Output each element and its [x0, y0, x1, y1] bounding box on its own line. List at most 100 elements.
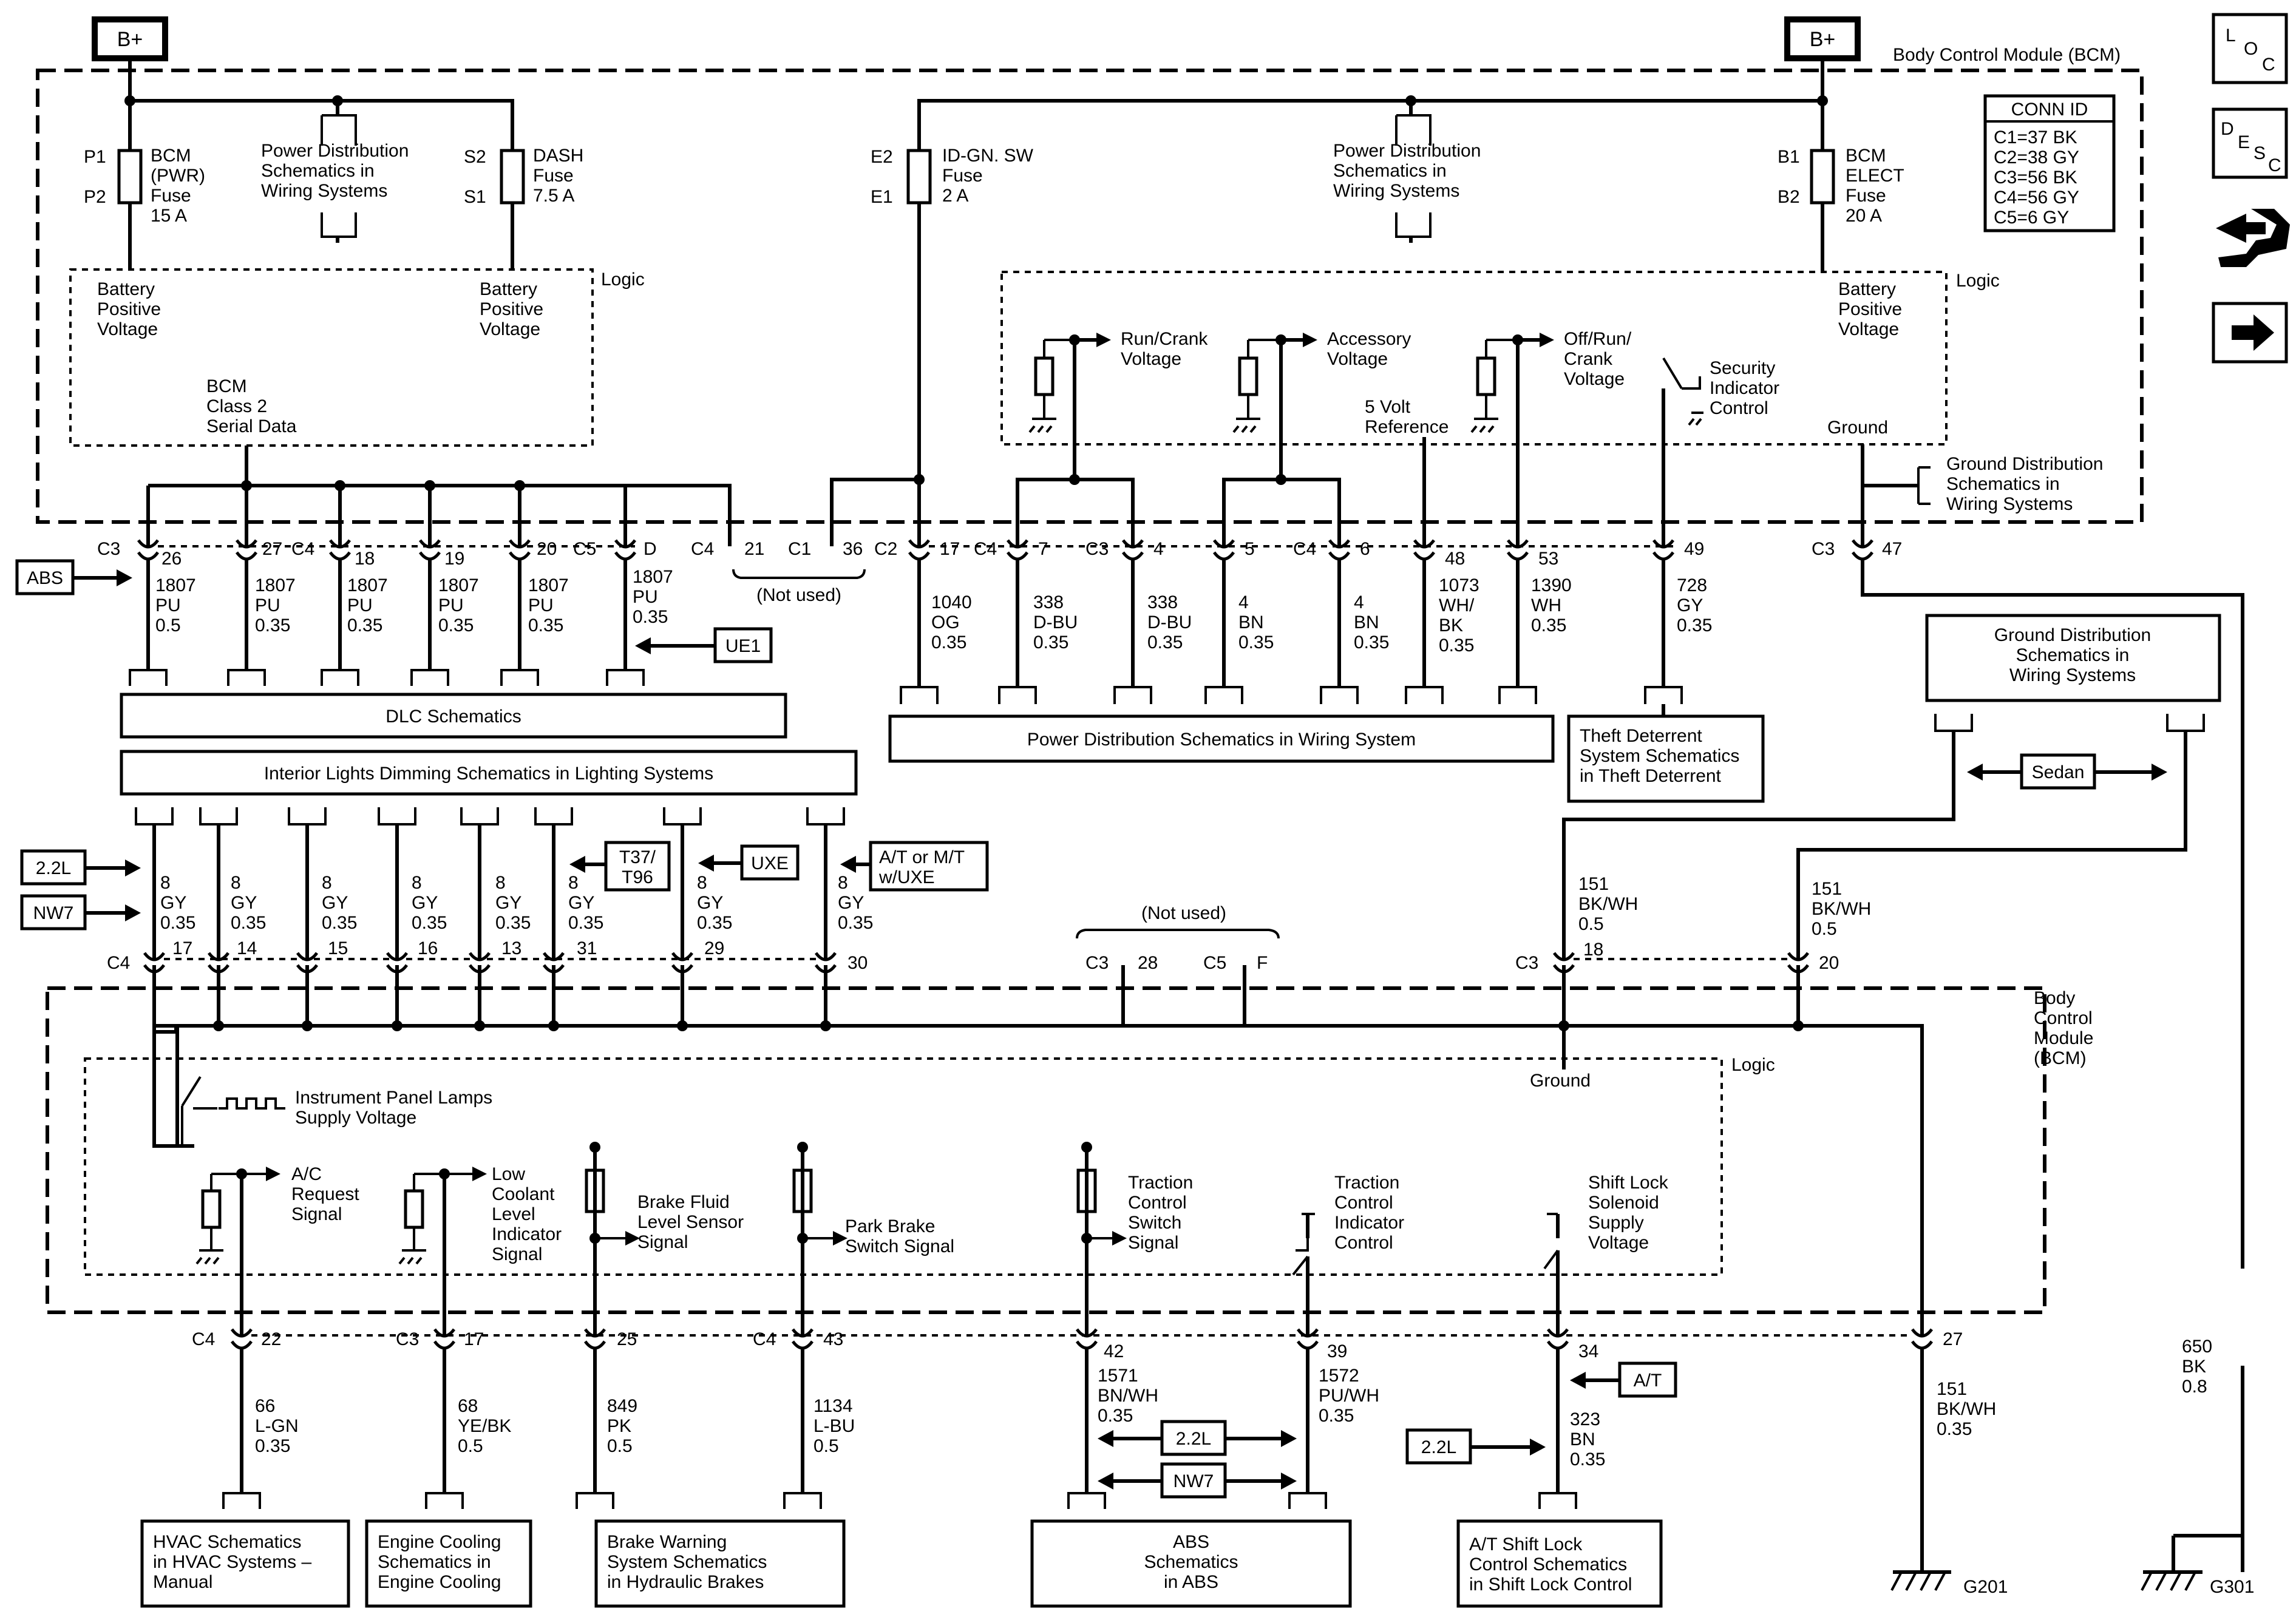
top-pin-47: 47 [1882, 539, 1902, 559]
b-plus-left: B+ [117, 28, 143, 51]
theft-deterrent-box[interactable] [1567, 714, 1765, 803]
top-pin-53: 53 [1538, 549, 1558, 569]
fuse-bcm-pwr [117, 149, 143, 205]
off-run-crank-pullup [1470, 339, 1518, 433]
engine-cooling-box[interactable] [365, 1519, 532, 1608]
svg-text:DLC Schematics: DLC Schematics [385, 707, 521, 727]
bcm-title: Body Control Module (BCM) [1893, 45, 2121, 65]
top-pin-49: 49 [1684, 539, 1704, 559]
bottom-pin-39: 39 [1327, 1341, 1347, 1361]
conn-id-title: CONN ID [2011, 100, 2088, 120]
g301-label: G301 [2210, 1577, 2254, 1597]
security-switch-symbol [1662, 357, 1703, 426]
top-pin-19: 19 [444, 549, 464, 569]
bottom-pin-25: 25 [617, 1329, 637, 1349]
dlc-schematics-bar[interactable] [120, 693, 787, 739]
mid-pin-17: 17 [172, 938, 192, 958]
svg-text:C: C [2262, 55, 2275, 75]
top-conn-c1: C1 [788, 539, 811, 559]
mid-pin-16: 16 [418, 938, 438, 958]
sedan-tag[interactable] [2020, 753, 2096, 790]
mid-pin-28: 28 [1138, 953, 1158, 973]
bottom-connector-chevrons [230, 1328, 1934, 1350]
wrench-tool-icon[interactable] [2216, 209, 2290, 267]
next-arrow-icon[interactable] [2212, 302, 2288, 364]
tag-at-mt-uxe[interactable] [869, 841, 989, 892]
ground-dist-box-right[interactable] [1925, 614, 2221, 702]
mid-connector-chevrons [143, 952, 1810, 974]
logic-box-top-left [69, 268, 594, 447]
desc-icon[interactable]: D E S C [2212, 107, 2288, 179]
fuse3-pin1: E2 [871, 147, 893, 167]
svg-text:UXE: UXE [751, 853, 789, 873]
bottom-conn-c4: C4 [192, 1329, 215, 1349]
top-conn-c3-b: C3 [1085, 539, 1109, 559]
brake-warning-box[interactable] [594, 1519, 846, 1608]
power-dist-bar[interactable] [888, 714, 1555, 763]
top-conn-c5: C5 [573, 539, 596, 559]
bottom-pin-22: 22 [261, 1329, 281, 1349]
fuse4-pin1: B1 [1778, 147, 1800, 167]
svg-text:2.2L: 2.2L [1421, 1437, 1456, 1457]
tag-t37-t96[interactable] [604, 841, 671, 892]
tag-nw7-b[interactable] [1160, 1462, 1227, 1499]
mid-conn-c3: C3 [1085, 953, 1109, 973]
traction-switch-circuit [1076, 1147, 1115, 1239]
mid-pin-31: 31 [577, 938, 597, 958]
abs-box[interactable] [1030, 1519, 1352, 1608]
abs-tag[interactable] [15, 559, 75, 595]
fuse1-pin1: P1 [84, 147, 106, 167]
bottom-pin-43: 43 [823, 1329, 843, 1349]
mid-pin-14: 14 [237, 938, 257, 958]
interior-lights-bar[interactable] [120, 750, 858, 796]
ground-g201-icon [1890, 1536, 1951, 1591]
tag-2-2l-c[interactable] [1405, 1428, 1472, 1465]
top-pin-17: 17 [940, 539, 960, 559]
logic-label-top-right: Logic [1956, 271, 2000, 291]
top-pin-36: 36 [843, 539, 863, 559]
shift-lock-box[interactable] [1456, 1519, 1663, 1608]
mid-pin-30: 30 [847, 953, 868, 973]
ground-g301-icon [2141, 1534, 2243, 1591]
not-used-mid: (Not used) [1141, 903, 1226, 923]
top-pin-48: 48 [1445, 549, 1465, 569]
not-used-top: (Not used) [756, 585, 841, 605]
loc-icon[interactable]: L O C [2212, 13, 2288, 84]
fuse-dash [500, 149, 525, 205]
hvac-box[interactable] [140, 1519, 350, 1608]
fuse3-pin2: E1 [871, 187, 893, 207]
fuse-bcm-elect [1810, 149, 1835, 205]
mid-pin-15: 15 [328, 938, 348, 958]
svg-text:T37/T96: T37/T96 [619, 847, 656, 887]
top-conn-c4-b: C4 [691, 539, 714, 559]
top-conn-c4-c: C4 [974, 539, 997, 559]
svg-text:S: S [2254, 143, 2266, 163]
